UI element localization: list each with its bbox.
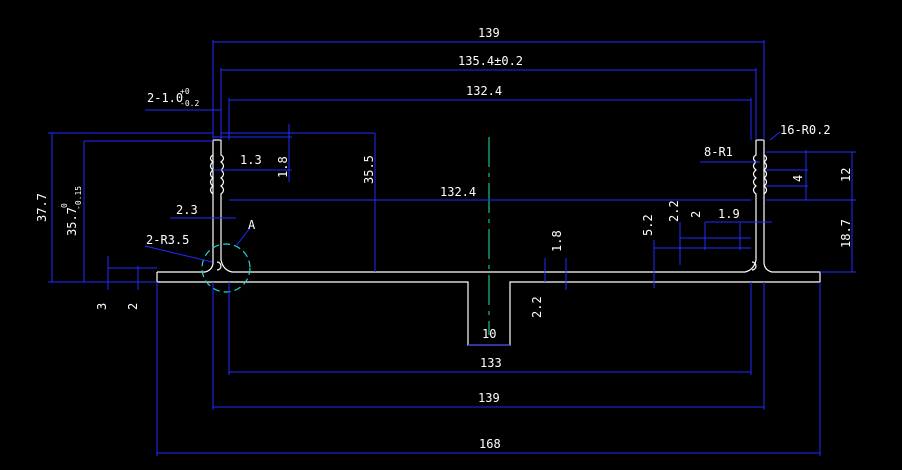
dim-135-4: 135.4±0.2 [458, 54, 523, 68]
dim-height-tol-upper: 0 [60, 203, 69, 208]
dim-height-inner: 35.7 [65, 207, 79, 236]
dim-slot-width: 2-1.0 [147, 91, 183, 105]
dimension-lines [48, 40, 856, 456]
dim-flange-3: 3 [95, 303, 109, 310]
dim-slot-5-2: 5.2 [641, 214, 655, 236]
dim-fin-18-7: 18.7 [839, 219, 853, 248]
dim-wall-height: 35.5 [362, 155, 376, 184]
dim-height-tol-lower: -0.15 [74, 186, 83, 210]
dim-foot-10: 10 [482, 327, 496, 341]
dim-flange-2: 2 [126, 303, 140, 310]
dim-132-4-mid: 132.4 [440, 185, 476, 199]
dim-139-top: 139 [478, 26, 500, 40]
dim-slot-tol-upper: +0 [180, 87, 190, 96]
dim-radius-left: 2-R3.5 [146, 233, 189, 247]
dim-fin-12: 12 [839, 168, 853, 182]
dim-bottom-139: 139 [478, 391, 500, 405]
dim-fin-depth: 1.8 [276, 156, 290, 178]
dim-left-wall: 2.3 [176, 203, 198, 217]
dim-height-total: 37.7 [35, 193, 49, 222]
dim-slot-2: 2 [689, 211, 703, 218]
dim-bottom-168: 168 [479, 437, 501, 451]
dimension-labels: 139 135.4±0.2 132.4 2-1.0 +0 -0.2 1.3 1.… [35, 26, 853, 451]
dim-fin-pitch: 1.3 [240, 153, 262, 167]
detail-callout-a: A [201, 218, 256, 293]
dim-slot-1-9: 1.9 [718, 207, 740, 221]
detail-label: A [248, 218, 256, 232]
dim-slot-2-2-right: 2.2 [667, 200, 681, 222]
dim-slot-tol-lower: -0.2 [180, 99, 199, 108]
dim-radius-r1: 8-R1 [704, 145, 733, 159]
dim-132-4-top: 132.4 [466, 84, 502, 98]
dim-radius-r0-2: 16-R0.2 [780, 123, 831, 137]
dim-fin-4: 4 [791, 175, 805, 182]
dim-bottom-133: 133 [480, 356, 502, 370]
dim-groove-1-8: 1.8 [550, 230, 564, 252]
dim-groove-2-2: 2.2 [530, 296, 544, 318]
